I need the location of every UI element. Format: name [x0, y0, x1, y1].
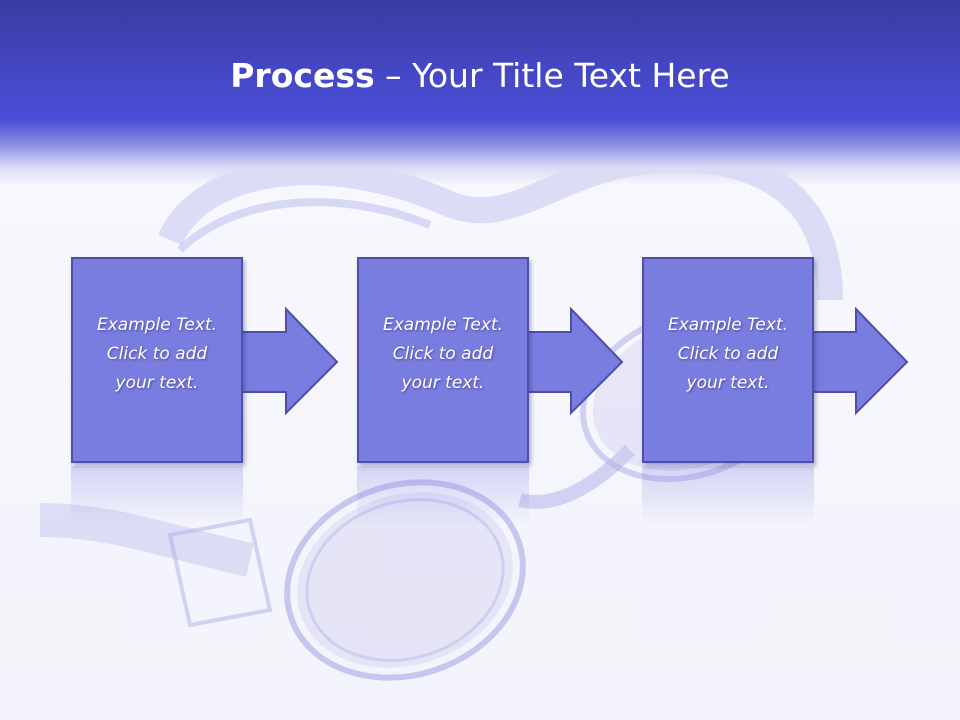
step-box-2[interactable]: Example Text. Click to add your text. — [357, 257, 529, 463]
step-reflection-3 — [642, 466, 814, 526]
step-line: Example Text. — [667, 315, 789, 335]
step-reflection-2 — [357, 466, 529, 526]
step-line: Click to add — [677, 344, 779, 364]
step-box-3[interactable]: Example Text. Click to add your text. — [642, 257, 814, 463]
step-box-1[interactable]: Example Text. Click to add your text. — [71, 257, 243, 463]
title-bold-word: Process — [230, 56, 375, 95]
step-text-3: Example Text. Click to add your text. — [644, 311, 812, 398]
step-reflection-1 — [71, 466, 243, 526]
step-line: Example Text. — [382, 315, 504, 335]
step-text-1: Example Text. Click to add your text. — [73, 311, 241, 398]
step-line: your text. — [115, 373, 199, 393]
title-bar — [0, 0, 960, 185]
step-line: Example Text. — [96, 315, 218, 335]
arrow-right-icon — [239, 307, 339, 416]
step-text-2: Example Text. Click to add your text. — [359, 311, 527, 398]
step-line: Click to add — [392, 344, 494, 364]
arrow-right-icon — [809, 307, 909, 416]
arrow-right-icon — [524, 307, 624, 416]
step-line: your text. — [401, 373, 485, 393]
title-rest: – Your Title Text Here — [374, 56, 730, 95]
step-line: your text. — [686, 373, 770, 393]
slide-title[interactable]: Process – Your Title Text Here — [0, 54, 960, 98]
step-line: Click to add — [106, 344, 208, 364]
